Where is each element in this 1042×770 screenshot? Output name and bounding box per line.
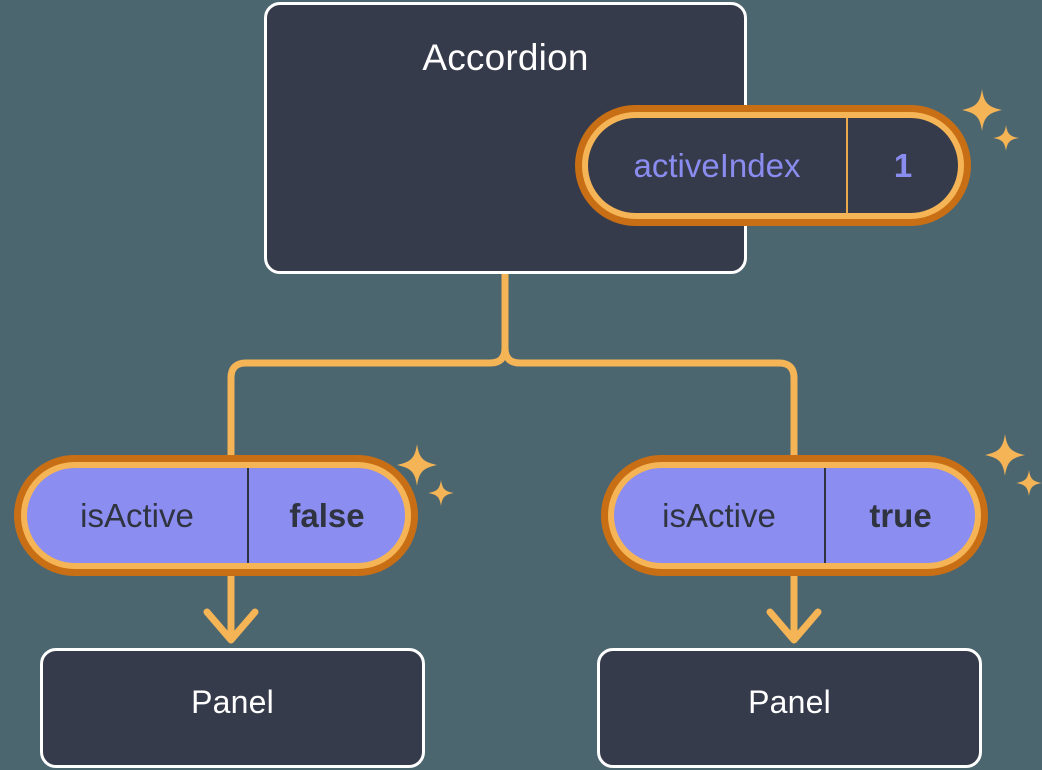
sparkle-group-true-pill: [984, 434, 1042, 507]
component-node-accordion[interactable]: Accordion activeIndex 1: [264, 2, 1019, 274]
component-node-panel-right[interactable]: Panel: [597, 648, 982, 768]
wire-root-to-false-pill: [227, 270, 509, 459]
sparkle-four-point-icon: [985, 434, 1025, 476]
prop-pill-key: isActive: [614, 468, 826, 563]
accordion-title: Accordion: [422, 37, 589, 78]
sparkle-four-point-small-icon: [993, 125, 1019, 151]
sparkle-group-accordion: [961, 89, 1023, 162]
state-pill-value: 1: [893, 146, 913, 184]
sparkle-four-point-small-icon: [428, 480, 454, 506]
prop-pill-value: false: [289, 496, 365, 534]
panel-title-right: Panel: [748, 684, 831, 720]
prop-pill-inner: isActive true: [614, 468, 975, 563]
arrow-down-icon-right: [766, 608, 822, 644]
sparkle-four-point-icon: [962, 89, 1002, 131]
prop-pill-inner: isActive false: [27, 468, 405, 563]
sparkle-four-point-small-icon: [1016, 470, 1042, 496]
component-node-panel-left[interactable]: Panel: [40, 648, 425, 768]
state-pill-key: activeIndex: [588, 118, 848, 213]
prop-pill-is-active-false[interactable]: isActive false: [14, 455, 418, 576]
prop-pill-key: isActive: [27, 468, 249, 563]
prop-pill-value: true: [869, 496, 932, 534]
state-pill-inner: activeIndex 1: [588, 118, 958, 213]
panel-title-left: Panel: [191, 684, 274, 720]
arrow-down-icon-left: [203, 608, 259, 644]
state-pill-active-index[interactable]: activeIndex 1: [575, 105, 971, 226]
prop-pill-is-active-true[interactable]: isActive true: [601, 455, 988, 576]
wire-root-to-true-pill: [501, 270, 798, 459]
